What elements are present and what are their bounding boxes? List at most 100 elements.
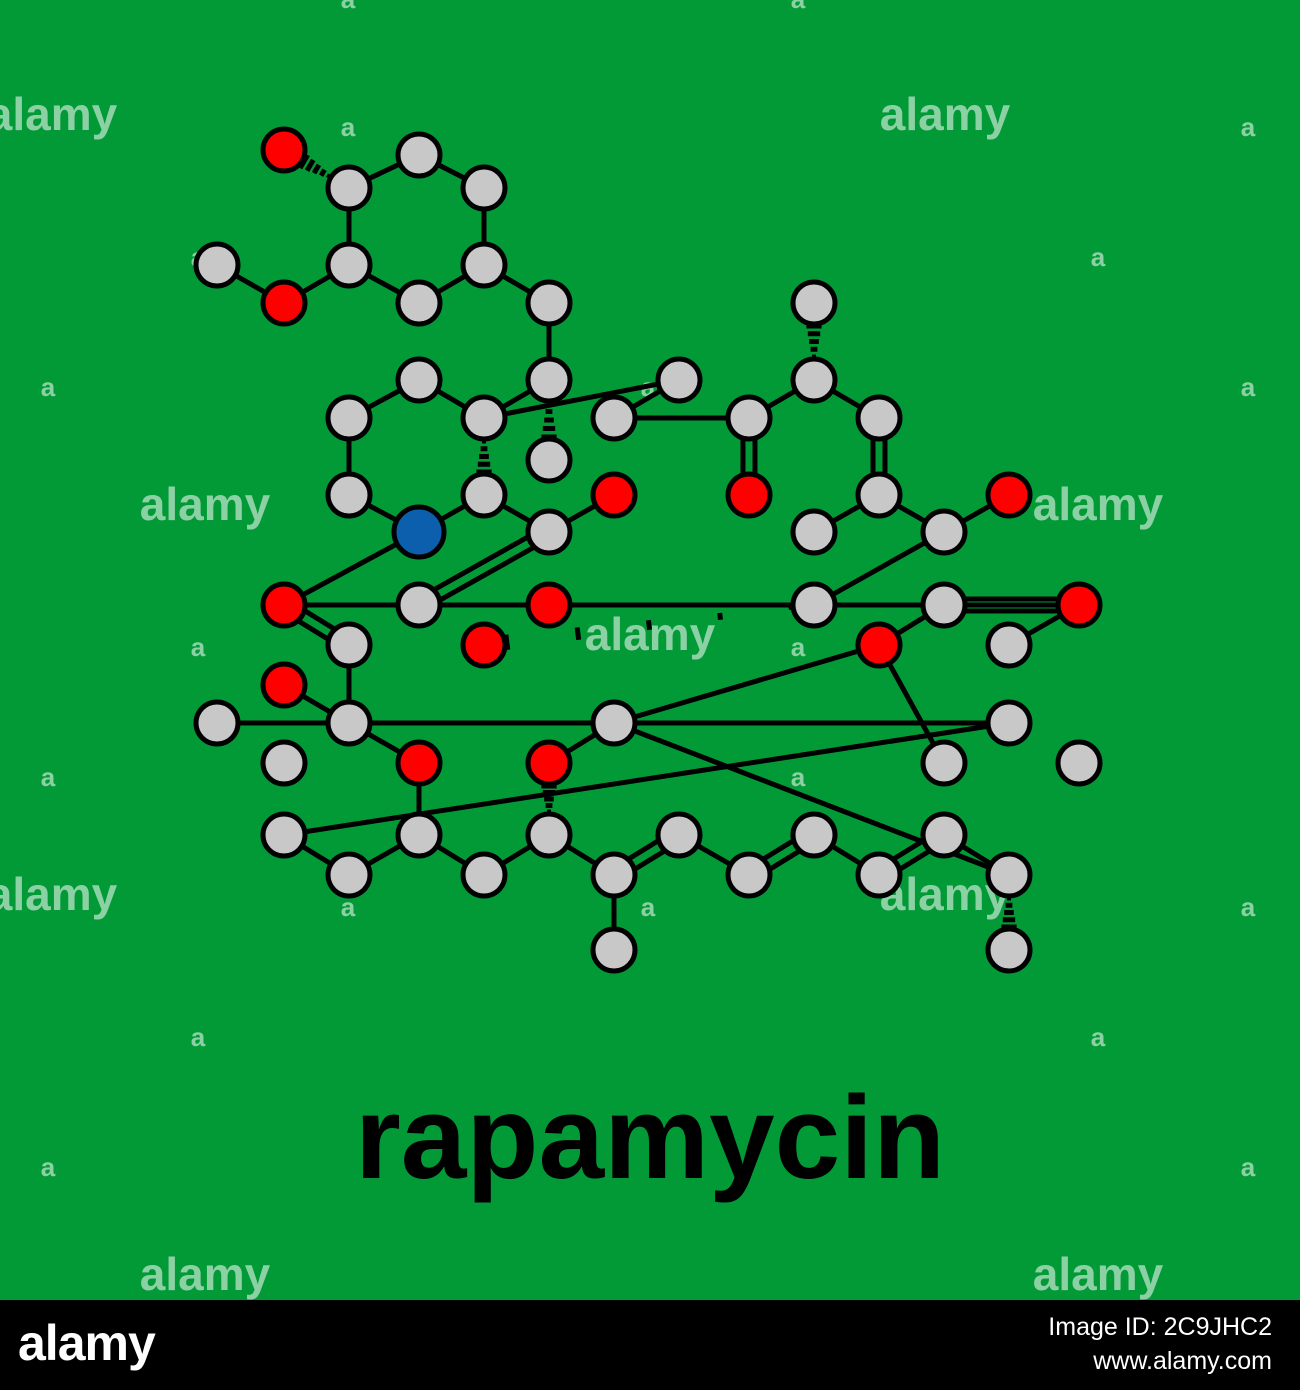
carbon-atom (325, 164, 373, 212)
watermark-text: alamy (585, 608, 716, 660)
footer-logo: alamy (18, 1315, 156, 1371)
watermark-text: alamy (0, 868, 118, 920)
double-bond (420, 535, 554, 613)
watermark-mark: a (1241, 1152, 1256, 1182)
carbon-atom (525, 436, 573, 484)
carbon-atom (790, 356, 838, 404)
site-url: www.alamy.com (1093, 1347, 1272, 1375)
hashed-bond (304, 158, 316, 172)
footer-bar: alamy Image ID: 2C9JHC2 www.alamy.com (0, 1300, 1300, 1390)
oxygen-atom (725, 471, 773, 519)
double-bond (414, 524, 548, 602)
carbon-atom (325, 241, 373, 289)
carbon-atom (920, 508, 968, 556)
hashed-bond (311, 163, 322, 175)
oxygen-atom (525, 739, 573, 787)
carbon-atom (985, 926, 1033, 974)
watermark-mark: a (641, 892, 656, 922)
green-background (0, 0, 1300, 1300)
oxygen-atom (260, 581, 308, 629)
carbon-atom (855, 851, 903, 899)
carbon-atom (395, 279, 443, 327)
carbon-atom (920, 739, 968, 787)
carbon-atom (325, 394, 373, 442)
oxygen-atom (525, 581, 573, 629)
carbon-atom (655, 356, 703, 404)
watermark-mark: a (1091, 1022, 1106, 1052)
hashed-bond (645, 619, 653, 631)
carbon-atom (395, 581, 443, 629)
rapamycin-structure-illustration: alamyalamyalamyalamyalamyalamyalamyalamy… (0, 0, 1300, 1300)
watermark-mark: a (1241, 112, 1256, 142)
carbon-atom (725, 851, 773, 899)
carbon-atom (525, 811, 573, 859)
single-bond (812, 529, 946, 608)
watermark-mark: a (341, 892, 356, 922)
watermark-text: alamy (1033, 478, 1164, 530)
single-bond (613, 642, 880, 726)
carbon-atom (460, 241, 508, 289)
carbon-atom (855, 394, 903, 442)
oxygen-atom (395, 739, 443, 787)
carbon-atom (790, 279, 838, 327)
image-id-label: Image ID: 2C9JHC2 (1048, 1313, 1272, 1341)
carbon-atom (525, 279, 573, 327)
carbon-atom (325, 851, 373, 899)
oxygen-atom (590, 471, 638, 519)
watermark-text: alamy (880, 88, 1011, 140)
carbon-atom (590, 699, 638, 747)
carbon-atom (460, 471, 508, 519)
watermark-mark: a (1241, 372, 1256, 402)
carbon-atom (985, 851, 1033, 899)
oxygen-atom (1055, 581, 1103, 629)
carbon-atom (985, 621, 1033, 669)
carbon-atom (395, 811, 443, 859)
carbon-atom (985, 699, 1033, 747)
nitrogen-atom (391, 504, 447, 560)
carbon-atom (790, 581, 838, 629)
watermark-mark: a (1091, 242, 1106, 272)
hashed-bond (318, 168, 327, 177)
watermark-mark: a (341, 0, 356, 14)
watermark-mark: a (191, 632, 206, 662)
oxygen-atom (985, 471, 1033, 519)
carbon-atom (460, 851, 508, 899)
carbon-atom (525, 508, 573, 556)
carbon-atom (920, 581, 968, 629)
watermark-mark: a (191, 1022, 206, 1052)
carbon-atom (725, 394, 773, 442)
watermark-text: alamy (0, 88, 118, 140)
carbon-atom (590, 926, 638, 974)
carbon-atom (790, 811, 838, 859)
oxygen-atom (460, 621, 508, 669)
carbon-atom (460, 394, 508, 442)
carbon-atom (1055, 739, 1103, 787)
carbon-atom (325, 471, 373, 519)
carbon-atom (655, 811, 703, 859)
carbon-atom (790, 508, 838, 556)
oxygen-atom (260, 279, 308, 327)
watermark-mark: a (791, 0, 806, 14)
watermark-mark: a (41, 1152, 56, 1182)
carbon-atom (193, 699, 241, 747)
footer-info: Image ID: 2C9JHC2 www.alamy.com (1048, 1310, 1272, 1378)
watermark-mark: a (791, 762, 806, 792)
carbon-atom (590, 394, 638, 442)
watermark-mark: a (791, 632, 806, 662)
carbon-atom (460, 164, 508, 212)
carbon-atom (920, 811, 968, 859)
watermark-mark: a (41, 762, 56, 792)
oxygen-atom (260, 661, 308, 709)
watermark-layer: alamyalamyalamyalamyalamyalamyalamyalamy… (0, 0, 1256, 1300)
oxygen-atom (260, 126, 308, 174)
hashed-bond (574, 627, 582, 641)
molecule-name: rapamycin (355, 1072, 945, 1204)
watermark-text: alamy (140, 478, 271, 530)
carbon-atom (590, 851, 638, 899)
atom-layer (193, 126, 1103, 974)
watermark-mark: a (341, 112, 356, 142)
carbon-atom (260, 811, 308, 859)
oxygen-atom (855, 621, 903, 669)
carbon-atom (395, 131, 443, 179)
watermark-text: alamy (140, 1248, 271, 1300)
